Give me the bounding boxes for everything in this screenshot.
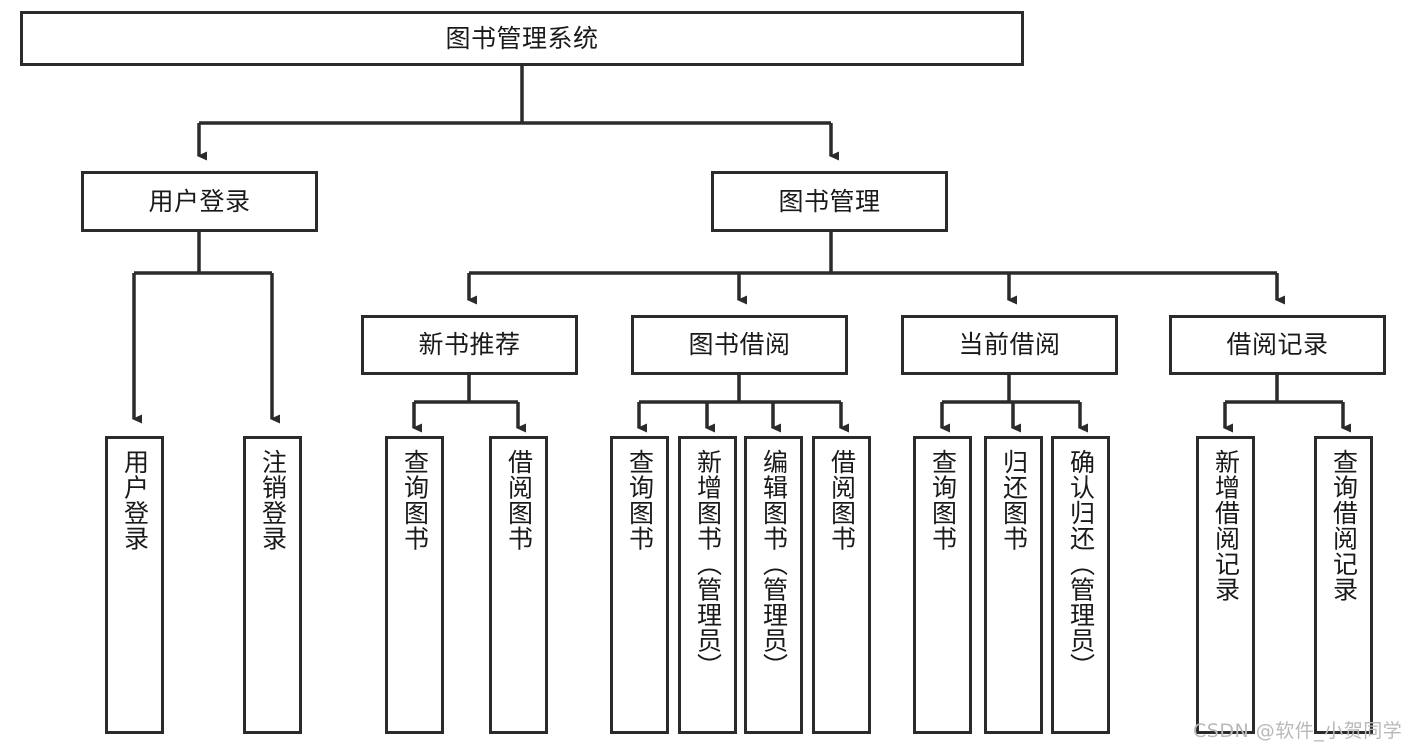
leaf-borrow-book-1-label: 借阅图书 [504,449,534,551]
node-book-manage[interactable]: 图书管理 [711,171,948,232]
leaf-borrow-book-1[interactable]: 借阅图书 [489,436,548,734]
leaf-user-login[interactable]: 用户登录 [105,436,164,734]
leaf-return-book-label: 归还图书 [999,449,1029,551]
leaf-query-record[interactable]: 查询借阅记录 [1314,436,1373,734]
node-current-borrow[interactable]: 当前借阅 [901,315,1118,375]
leaf-borrow-book-2-label: 借阅图书 [827,449,857,551]
leaf-query-book-1[interactable]: 查询图书 [385,436,444,734]
node-book-manage-label: 图书管理 [778,186,881,216]
node-current-borrow-label: 当前借阅 [958,330,1061,360]
leaf-query-book-1-label: 查询图书 [400,449,430,551]
leaf-add-record[interactable]: 新增借阅记录 [1196,436,1255,734]
leaf-query-book-2[interactable]: 查询图书 [610,436,669,734]
leaf-edit-book[interactable]: 编辑图书（管理员） [744,436,803,734]
node-new-book-recommend[interactable]: 新书推荐 [361,315,578,375]
leaf-confirm-return[interactable]: 确认归还（管理员） [1051,436,1110,734]
leaf-borrow-book-2[interactable]: 借阅图书 [812,436,871,734]
leaf-add-book[interactable]: 新增图书（管理员） [678,436,737,734]
leaf-query-record-label: 查询借阅记录 [1329,449,1359,602]
node-borrow-record[interactable]: 借阅记录 [1169,315,1386,375]
leaf-add-book-label: 新增图书（管理员） [693,449,723,679]
leaf-user-login-label: 用户登录 [120,449,150,551]
leaf-query-book-3[interactable]: 查询图书 [913,436,972,734]
leaf-logout-label: 注销登录 [258,449,288,551]
node-user-login[interactable]: 用户登录 [81,171,318,232]
leaf-return-book[interactable]: 归还图书 [984,436,1043,734]
watermark: CSDN @软件_小贺同学 [1193,720,1403,742]
leaf-logout[interactable]: 注销登录 [243,436,302,734]
leaf-query-book-2-label: 查询图书 [625,449,655,551]
node-new-book-recommend-label: 新书推荐 [418,330,521,360]
node-user-login-label: 用户登录 [148,186,251,216]
leaf-query-book-3-label: 查询图书 [928,449,958,551]
leaf-confirm-return-label: 确认归还（管理员） [1066,449,1096,679]
leaf-add-record-label: 新增借阅记录 [1211,449,1241,602]
node-root-label: 图书管理系统 [445,23,599,53]
node-book-borrow[interactable]: 图书借阅 [631,315,848,375]
node-borrow-record-label: 借阅记录 [1226,330,1329,360]
leaf-edit-book-label: 编辑图书（管理员） [759,449,789,679]
node-book-borrow-label: 图书借阅 [688,330,791,360]
node-root[interactable]: 图书管理系统 [20,11,1024,66]
